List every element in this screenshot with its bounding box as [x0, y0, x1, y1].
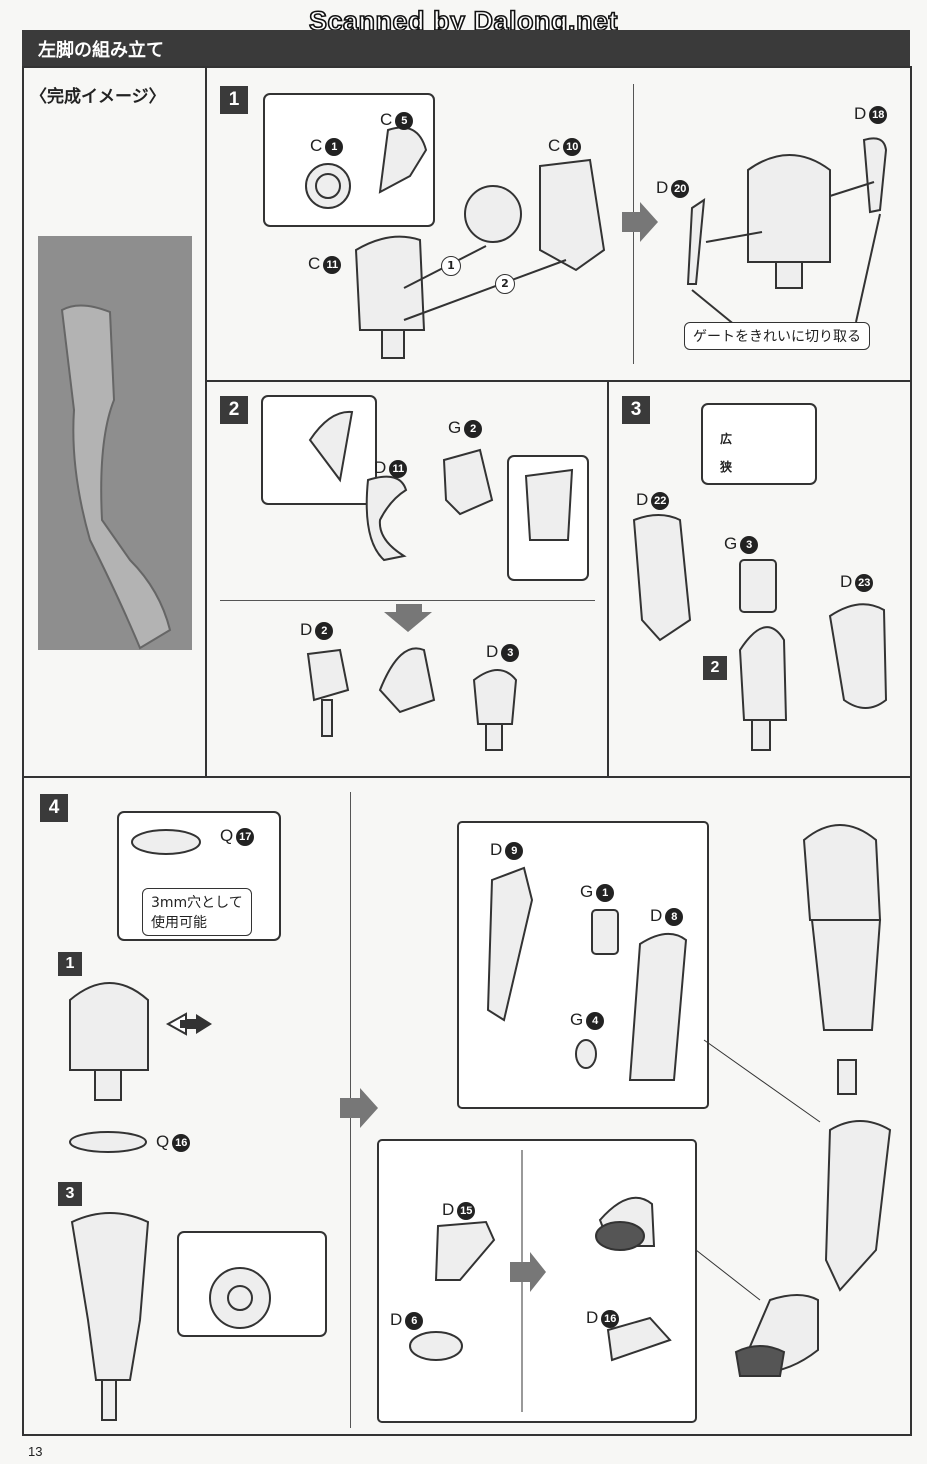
- step-3: 3: [622, 396, 650, 424]
- completion-label: 〈完成イメージ〉: [30, 87, 166, 107]
- part-letter: D: [374, 458, 387, 477]
- part-letter: D: [586, 1308, 599, 1327]
- part-letter: D: [840, 572, 853, 591]
- part-number: 15: [457, 1201, 476, 1220]
- part-number: 11: [323, 255, 342, 274]
- part-number: 9: [505, 841, 524, 860]
- note-wide: 広: [720, 432, 733, 446]
- note-hole: 3mm穴として 使用可能: [142, 888, 252, 936]
- part-letter: D: [650, 906, 663, 925]
- part-letter: D: [390, 1310, 403, 1329]
- part-letter: D: [300, 620, 313, 639]
- part-letter: D: [486, 642, 499, 661]
- part-letter: D: [854, 104, 867, 123]
- part-letter: G: [448, 418, 462, 437]
- part-number: 2: [315, 621, 334, 640]
- substep-2: 2: [703, 656, 727, 680]
- part-number: 2: [464, 419, 483, 438]
- part-letter: G: [580, 882, 594, 901]
- part-letter: Q: [156, 1132, 170, 1151]
- part-number: 8: [665, 907, 684, 926]
- part-letter: G: [570, 1010, 584, 1029]
- part-number: 22: [651, 491, 670, 510]
- part-number: 10: [563, 137, 582, 156]
- divider-left: [205, 66, 207, 778]
- note-narrow: 狭: [720, 460, 733, 474]
- part-number: 18: [869, 105, 888, 124]
- note-hole-line2: 使用可能: [151, 915, 207, 931]
- order-1: 1: [441, 256, 461, 276]
- part-letter: D: [490, 840, 503, 859]
- step-4: 4: [40, 794, 68, 822]
- page-number: 13: [28, 1444, 43, 1459]
- part-letter: Q: [220, 826, 234, 845]
- part-number: 4: [586, 1011, 605, 1030]
- bottom-frame: [22, 776, 912, 1436]
- part-letter: D: [636, 490, 649, 509]
- section-title: 左脚の組み立て: [38, 40, 164, 61]
- part-letter: C: [548, 136, 561, 155]
- part-letter: C: [380, 110, 393, 129]
- divider-h1: [205, 380, 912, 382]
- part-letter: D: [442, 1200, 455, 1219]
- part-letter: D: [656, 178, 669, 197]
- part-number: 17: [236, 827, 255, 846]
- step-2: 2: [220, 396, 248, 424]
- part-number: 16: [601, 1309, 620, 1328]
- part-number: 3: [740, 535, 759, 554]
- step-1: 1: [220, 86, 248, 114]
- part-number: 20: [671, 179, 690, 198]
- substep-3: 3: [58, 1182, 82, 1206]
- divider-step2: [220, 600, 595, 601]
- note-hole-line1: 3mm穴として: [151, 895, 243, 911]
- part-number: 3: [501, 643, 520, 662]
- section-header: 左脚の組み立て: [22, 30, 910, 66]
- part-number: 1: [325, 137, 344, 156]
- part-number: 6: [405, 1311, 424, 1330]
- part-number: 11: [389, 459, 408, 478]
- order-2: 2: [495, 274, 515, 294]
- part-letter: G: [724, 534, 738, 553]
- part-letter: C: [310, 136, 323, 155]
- part-number: 5: [395, 111, 414, 130]
- substep-1: 1: [58, 952, 82, 976]
- part-number: 1: [596, 883, 615, 902]
- note-gate: ゲートをきれいに切り取る: [684, 322, 870, 350]
- divider-v2: [607, 380, 609, 778]
- part-number: 16: [172, 1133, 191, 1152]
- part-letter: C: [308, 254, 321, 273]
- part-number: 23: [855, 573, 874, 592]
